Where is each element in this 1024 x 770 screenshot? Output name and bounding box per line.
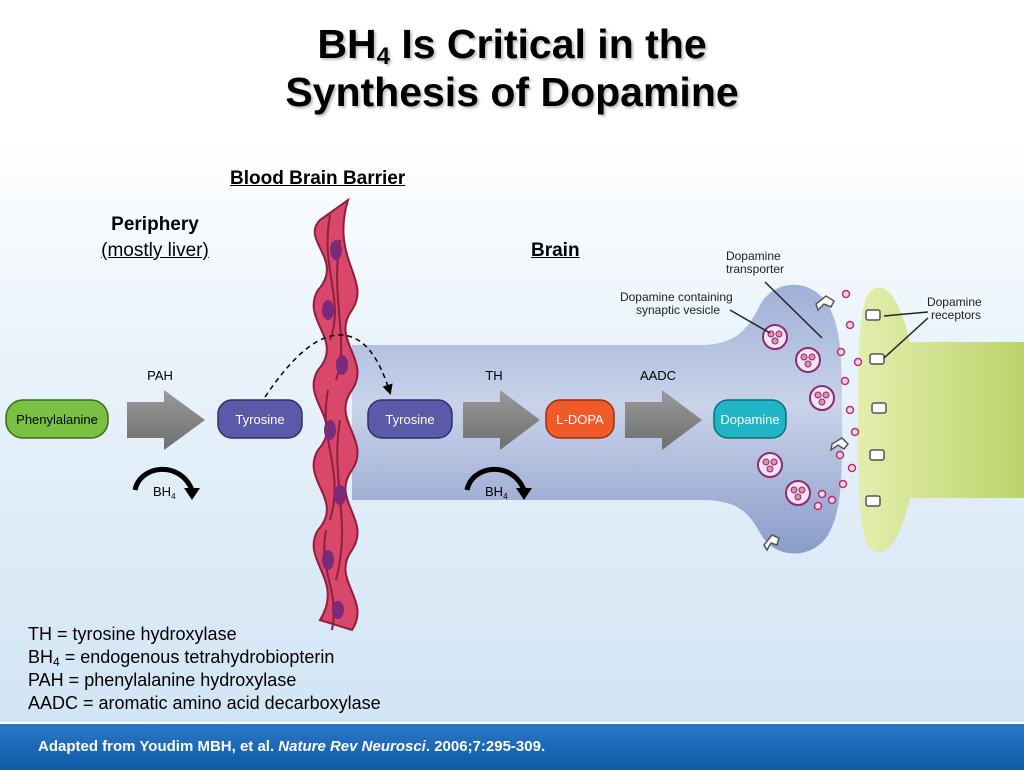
- tyrosine-periphery-label: Tyrosine: [235, 412, 284, 427]
- postsynaptic-cell: [858, 287, 1024, 553]
- footer-bar: Adapted from Youdim MBH, et al. Nature R…: [0, 722, 1024, 770]
- callout-lines: [729, 281, 929, 359]
- legend-aadc: AADC = aromatic amino acid decarboxylase: [28, 693, 381, 713]
- title-text: Is Critical in the: [389, 21, 707, 67]
- legend-th: TH = tyrosine hydroxylase: [28, 624, 237, 644]
- receptors-callout: Dopamine receptors: [927, 295, 985, 322]
- legend-bh4: BH4 = endogenous tetrahydrobiopterin: [28, 647, 335, 669]
- enzyme-pah-label: PAH: [147, 368, 173, 383]
- tyrosine-brain-node: [367, 399, 453, 439]
- dopamine-receptors: [865, 309, 887, 507]
- periphery-heading: Periphery: [111, 214, 199, 235]
- dopamine-label: Dopamine: [720, 412, 779, 427]
- tyrosine-periphery-node: [217, 399, 303, 439]
- synaptic-vesicle-icon: [762, 324, 788, 350]
- vesicle-callout: Dopamine containing synaptic vesicle: [620, 290, 736, 317]
- synaptic-vesicle-icon: [785, 480, 811, 506]
- dopamine-transporters: [763, 295, 850, 552]
- title-text: BH: [317, 21, 377, 67]
- bh4-cofactor-label: BH4: [153, 484, 176, 501]
- aadc-reaction-arrow: [625, 390, 702, 450]
- enzyme-th-label: TH: [485, 368, 502, 383]
- title-line-2: Synthesis of Dopamine: [285, 69, 739, 115]
- abbreviation-legend: TH = tyrosine hydroxylase BH4 = endogeno…: [28, 623, 381, 715]
- transporter-icon: [763, 534, 780, 552]
- dopamine-synthesis-diagram: PAH TH AADC BH4 BH4 Phenylalanine Tyrosi…: [5, 197, 1024, 632]
- transporter-icon: [829, 437, 850, 452]
- synaptic-vesicle-icon: [809, 385, 835, 411]
- ldopa-node: [545, 399, 615, 439]
- title-subscript: 4: [376, 43, 390, 70]
- periphery-label: Periphery (mostly liver): [60, 212, 250, 264]
- synaptic-vesicle-icon: [757, 452, 783, 478]
- dopamine-node: [713, 399, 787, 439]
- legend-pah: PAH = phenylalanine hydroxylase: [28, 670, 297, 690]
- blood-brain-barrier: [312, 197, 359, 632]
- blood-brain-barrier-label: Blood Brain Barrier: [230, 168, 406, 189]
- receptor-icon: [865, 495, 881, 507]
- receptor-icon: [869, 353, 885, 365]
- bh4-cofactor-arrow-icon: [464, 466, 527, 492]
- dopamine-molecules: [813, 289, 863, 511]
- pah-reaction-arrow: [127, 390, 205, 450]
- receptor-icon: [869, 449, 885, 461]
- journal-name: Nature Rev Neurosci: [278, 738, 426, 755]
- citation: Adapted from Youdim MBH, et al. Nature R…: [38, 738, 546, 755]
- brain-label: Brain: [531, 240, 580, 261]
- synaptic-vesicle-icon: [795, 347, 821, 373]
- ldopa-label: L-DOPA: [556, 412, 604, 427]
- synaptic-vesicles: [757, 324, 835, 506]
- tyrosine-brain-label: Tyrosine: [385, 412, 434, 427]
- tyrosine-transport-arrow: [264, 334, 393, 398]
- phenylalanine-label: Phenylalanine: [16, 412, 98, 427]
- bh4-cofactor-label: BH4: [485, 484, 508, 501]
- receptor-icon: [865, 309, 881, 321]
- title-line-1: BH4 Is Critical in the: [0, 20, 1024, 70]
- slide-title: BH4 Is Critical in the Synthesis of Dopa…: [0, 20, 1024, 116]
- th-reaction-arrow: [463, 390, 540, 450]
- enzyme-aadc-label: AADC: [640, 368, 676, 383]
- periphery-note: (mostly liver): [101, 240, 209, 261]
- receptor-icon: [871, 402, 887, 414]
- transporter-callout: Dopamine transporter: [726, 249, 784, 276]
- phenylalanine-node: [5, 399, 109, 439]
- bh4-cofactor-arrow-icon: [132, 466, 195, 492]
- transporter-icon: [815, 295, 835, 312]
